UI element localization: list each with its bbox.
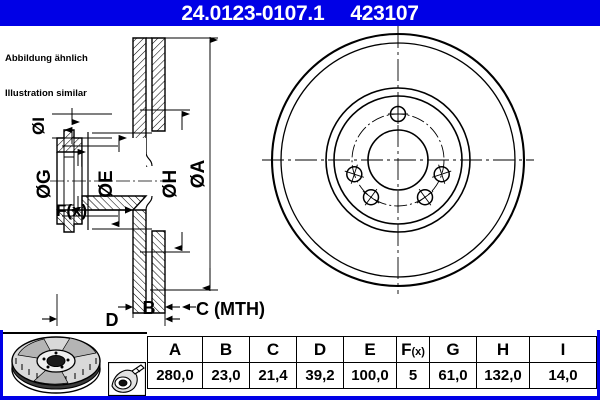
table-header-I: I	[529, 336, 597, 363]
label-dia-H: ØH	[160, 170, 181, 199]
frame-border-right-bottom	[597, 330, 600, 400]
article-number: 423107	[350, 1, 419, 25]
frame-border-left-top	[0, 0, 3, 26]
dimension-dia-H: ØH	[140, 109, 190, 253]
header-bar: 24.0123-0107.1 423107	[0, 0, 600, 26]
table-value-fx: 5	[396, 362, 430, 389]
dimension-B: B	[118, 294, 180, 318]
table-value-I: 14,0	[529, 362, 597, 389]
installation-diagram-thumbnail	[108, 362, 146, 396]
dimension-dia-E: ØE	[92, 132, 152, 230]
label-dia-E: ØE	[96, 170, 117, 197]
label-force-fx: F(x)	[56, 201, 87, 220]
bolt-holes	[344, 104, 452, 206]
thumbnail-separator	[3, 332, 147, 334]
bolt-hole	[362, 188, 380, 206]
dimension-D: D	[42, 294, 180, 330]
label-dia-A: ØA	[188, 159, 209, 188]
table-header-E: E	[343, 336, 397, 363]
table-header-A: A	[147, 336, 203, 363]
table-value-E: 100,0	[343, 362, 397, 389]
table-header-C: C	[249, 336, 297, 363]
label-dim-B: B	[143, 298, 156, 318]
label-dia-I: ØI	[29, 117, 48, 135]
label-dim-C: C (MTH)	[196, 299, 265, 319]
dimension-force-fx: F(x)	[56, 201, 133, 220]
frame-border-left-bottom	[0, 330, 3, 400]
table-value-C: 21,4	[249, 362, 297, 389]
specification-table: A B C D E F(x) G H I 280,0 23,0 21,4 39,…	[147, 336, 597, 389]
dimension-dia-I: ØI	[29, 108, 112, 144]
table-header-fx-sub: (x)	[411, 345, 425, 358]
table-value-G: 61,0	[429, 362, 477, 389]
label-dia-G: ØG	[34, 169, 55, 199]
main-drawing: ØI ØG ØE ØH	[29, 26, 534, 330]
table-header-row: A B C D E F(x) G H I	[147, 336, 597, 363]
table-header-B: B	[202, 336, 250, 363]
dimension-dia-G: ØG	[34, 145, 118, 217]
part-number: 24.0123-0107.1	[181, 1, 325, 25]
bolt-hole	[416, 188, 434, 206]
table-value-A: 280,0	[147, 362, 203, 389]
frame-border-bottom	[0, 396, 600, 400]
bolt-hole	[344, 164, 364, 184]
front-view	[262, 26, 534, 294]
dimension-dia-A: ØA	[150, 36, 218, 292]
table-value-B: 23,0	[202, 362, 250, 389]
bolt-hole	[432, 164, 452, 184]
table-value-D: 39,2	[296, 362, 344, 389]
caption-line-en: Illustration similar	[5, 88, 87, 100]
frame-border-right-top	[597, 0, 600, 26]
table-value-H: 132,0	[476, 362, 530, 389]
dimension-C-mth: C (MTH)	[182, 299, 265, 319]
friction-ring-lower	[132, 195, 166, 314]
brake-disc-photo-thumbnail	[11, 336, 101, 394]
illustration-caption: Abbildung ähnlich Illustration similar	[5, 29, 88, 124]
table-header-H: H	[476, 336, 530, 363]
table-header-fx: F(x)	[396, 336, 430, 363]
table-header-G: G	[429, 336, 477, 363]
label-dim-D: D	[106, 310, 119, 330]
table-header-D: D	[296, 336, 344, 363]
caption-line-de: Abbildung ähnlich	[5, 52, 88, 64]
table-value-row: 280,0 23,0 21,4 39,2 100,0 5 61,0 132,0 …	[147, 362, 597, 389]
table-header-fx-main: F	[401, 339, 412, 359]
